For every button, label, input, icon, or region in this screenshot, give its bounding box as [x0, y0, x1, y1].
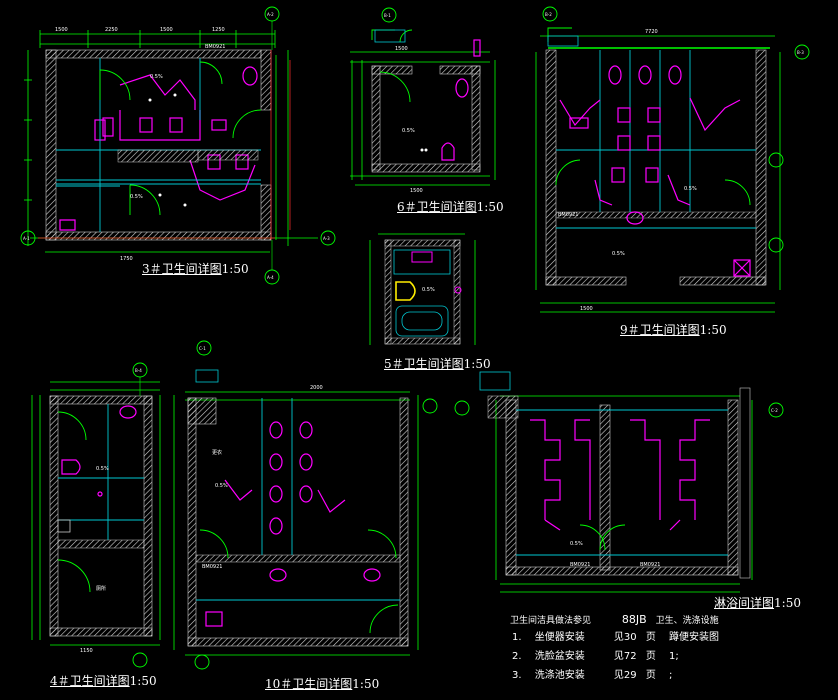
notes-standard-title: 卫生、洗涤设施	[655, 616, 719, 626]
caption-plan-9: 9＃卫生间详图1:50	[620, 323, 727, 337]
caption-shower: 淋浴间详图1:50	[714, 596, 801, 610]
notes-item-2: 2. 洗脸盆安装 见72 页 1;	[512, 651, 679, 663]
caption-shower-title: 淋浴间详图	[714, 596, 775, 610]
dim-label: 1750	[120, 256, 133, 262]
plan-4-washroom	[31, 362, 161, 668]
caption-plan-10-title: 10＃卫生间详图	[265, 677, 353, 691]
plan-10-washroom	[173, 340, 438, 670]
notes-item-1-no: 1.	[512, 632, 522, 643]
axis-label: B-4	[135, 368, 142, 373]
door-tag: BM0921	[570, 562, 590, 568]
axis-label: A-4	[267, 275, 274, 280]
axis-label: A-3	[323, 236, 330, 241]
notes-item-2-no: 2.	[512, 651, 522, 662]
notes-heading-text: 卫生间洁具做法参见	[510, 616, 592, 626]
caption-plan-3-scale: 1:50	[221, 262, 249, 276]
caption-plan-10-scale: 1:50	[352, 677, 380, 691]
room-tag: 更衣	[212, 449, 222, 456]
dim-label: 1500	[410, 188, 423, 194]
axis-label: C-1	[199, 346, 206, 351]
notes-item-1-ref: 见30	[613, 632, 637, 643]
notes-item-2-tail: 1;	[669, 651, 679, 662]
caption-plan-10: 10＃卫生间详图1:50	[265, 677, 379, 691]
slope-label: 0.5%	[215, 483, 228, 489]
door-tag: BM0921	[640, 562, 660, 568]
notes-heading: 卫生间洁具做法参见 88JB 卫生、洗涤设施	[510, 614, 719, 627]
caption-plan-5-scale: 1:50	[463, 357, 491, 371]
notes-item-2-ref: 见72	[613, 651, 637, 662]
caption-plan-9-scale: 1:50	[699, 323, 727, 337]
axis-label: A-1	[23, 236, 30, 241]
slope-label: 0.5%	[96, 466, 109, 472]
notes-item-3-no: 3.	[512, 670, 522, 681]
door-tag: BM0921	[558, 212, 578, 218]
notes-item-3-num: 页	[645, 670, 656, 681]
notes-item-2-name: 洗脸盆安装	[534, 651, 585, 662]
notes-item-1-name: 坐便器安装	[534, 632, 585, 643]
caption-plan-3-title: 3＃卫生间详图	[142, 262, 222, 276]
axis-label: B-2	[545, 12, 552, 17]
plan-shower-room	[454, 371, 784, 593]
slope-label: 0.5%	[612, 251, 625, 257]
notes-item-3-tail: ;	[669, 670, 673, 681]
plan-3-washroom	[20, 6, 336, 285]
caption-plan-5-title: 5＃卫生间详图	[384, 357, 464, 371]
dim-label: 1250	[212, 27, 225, 33]
dim-label: 1500	[160, 27, 173, 33]
room-tag: 厕所	[96, 585, 106, 592]
slope-label: 0.5%	[130, 194, 143, 200]
dim-label: 1500	[580, 306, 593, 312]
caption-plan-9-title: 9＃卫生间详图	[620, 323, 700, 337]
axis-label: B-3	[797, 50, 804, 55]
plan-6-washroom	[350, 7, 496, 186]
slope-label: 0.5%	[402, 128, 415, 134]
notes-item-3: 3. 洗涤池安装 见29 页 ;	[512, 670, 672, 682]
slope-label: 0.5%	[570, 541, 583, 547]
notes-item-2-num: 页	[645, 651, 656, 662]
caption-plan-6-title: 6＃卫生间详图	[397, 200, 477, 214]
dim-label: 7720	[645, 29, 658, 35]
dim-label: 1500	[55, 27, 68, 33]
slope-label: 0.5%	[684, 186, 697, 192]
notes-item-3-name: 洗涤池安装	[534, 670, 585, 681]
plan-5-washroom	[369, 233, 476, 345]
caption-plan-5: 5＃卫生间详图1:50	[384, 357, 491, 371]
plan-9-washroom	[535, 6, 810, 313]
caption-plan-4: 4＃卫生间详图1:50	[50, 674, 157, 688]
dim-label: 1150	[80, 648, 93, 654]
door-tag: BM0921	[205, 44, 225, 50]
notes-item-1: 1. 坐便器安装 见30 页 蹲便安装图	[512, 632, 719, 644]
caption-plan-4-title: 4＃卫生间详图	[50, 674, 130, 688]
caption-plan-4-scale: 1:50	[129, 674, 157, 688]
axis-label: B-1	[384, 13, 391, 18]
caption-plan-6-scale: 1:50	[476, 200, 504, 214]
slope-label: 0.5%	[150, 74, 163, 80]
notes-standard: 88JB	[621, 613, 647, 626]
notes-item-1-tail: 蹲便安装图	[669, 632, 720, 643]
notes-item-1-num: 页	[645, 632, 656, 643]
notes-item-3-ref: 见29	[613, 670, 637, 681]
slope-label: 0.5%	[422, 287, 435, 293]
door-tag: BM0921	[202, 564, 222, 570]
axis-label: C-2	[771, 408, 778, 413]
caption-shower-scale: 1:50	[774, 596, 801, 610]
caption-plan-3: 3＃卫生间详图1:50	[142, 262, 249, 276]
caption-plan-6: 6＃卫生间详图1:50	[397, 200, 504, 214]
dim-label: 2250	[105, 27, 118, 33]
dim-label: 1500	[395, 46, 408, 52]
axis-label: A-2	[267, 12, 274, 17]
dim-label: 2000	[310, 385, 323, 391]
